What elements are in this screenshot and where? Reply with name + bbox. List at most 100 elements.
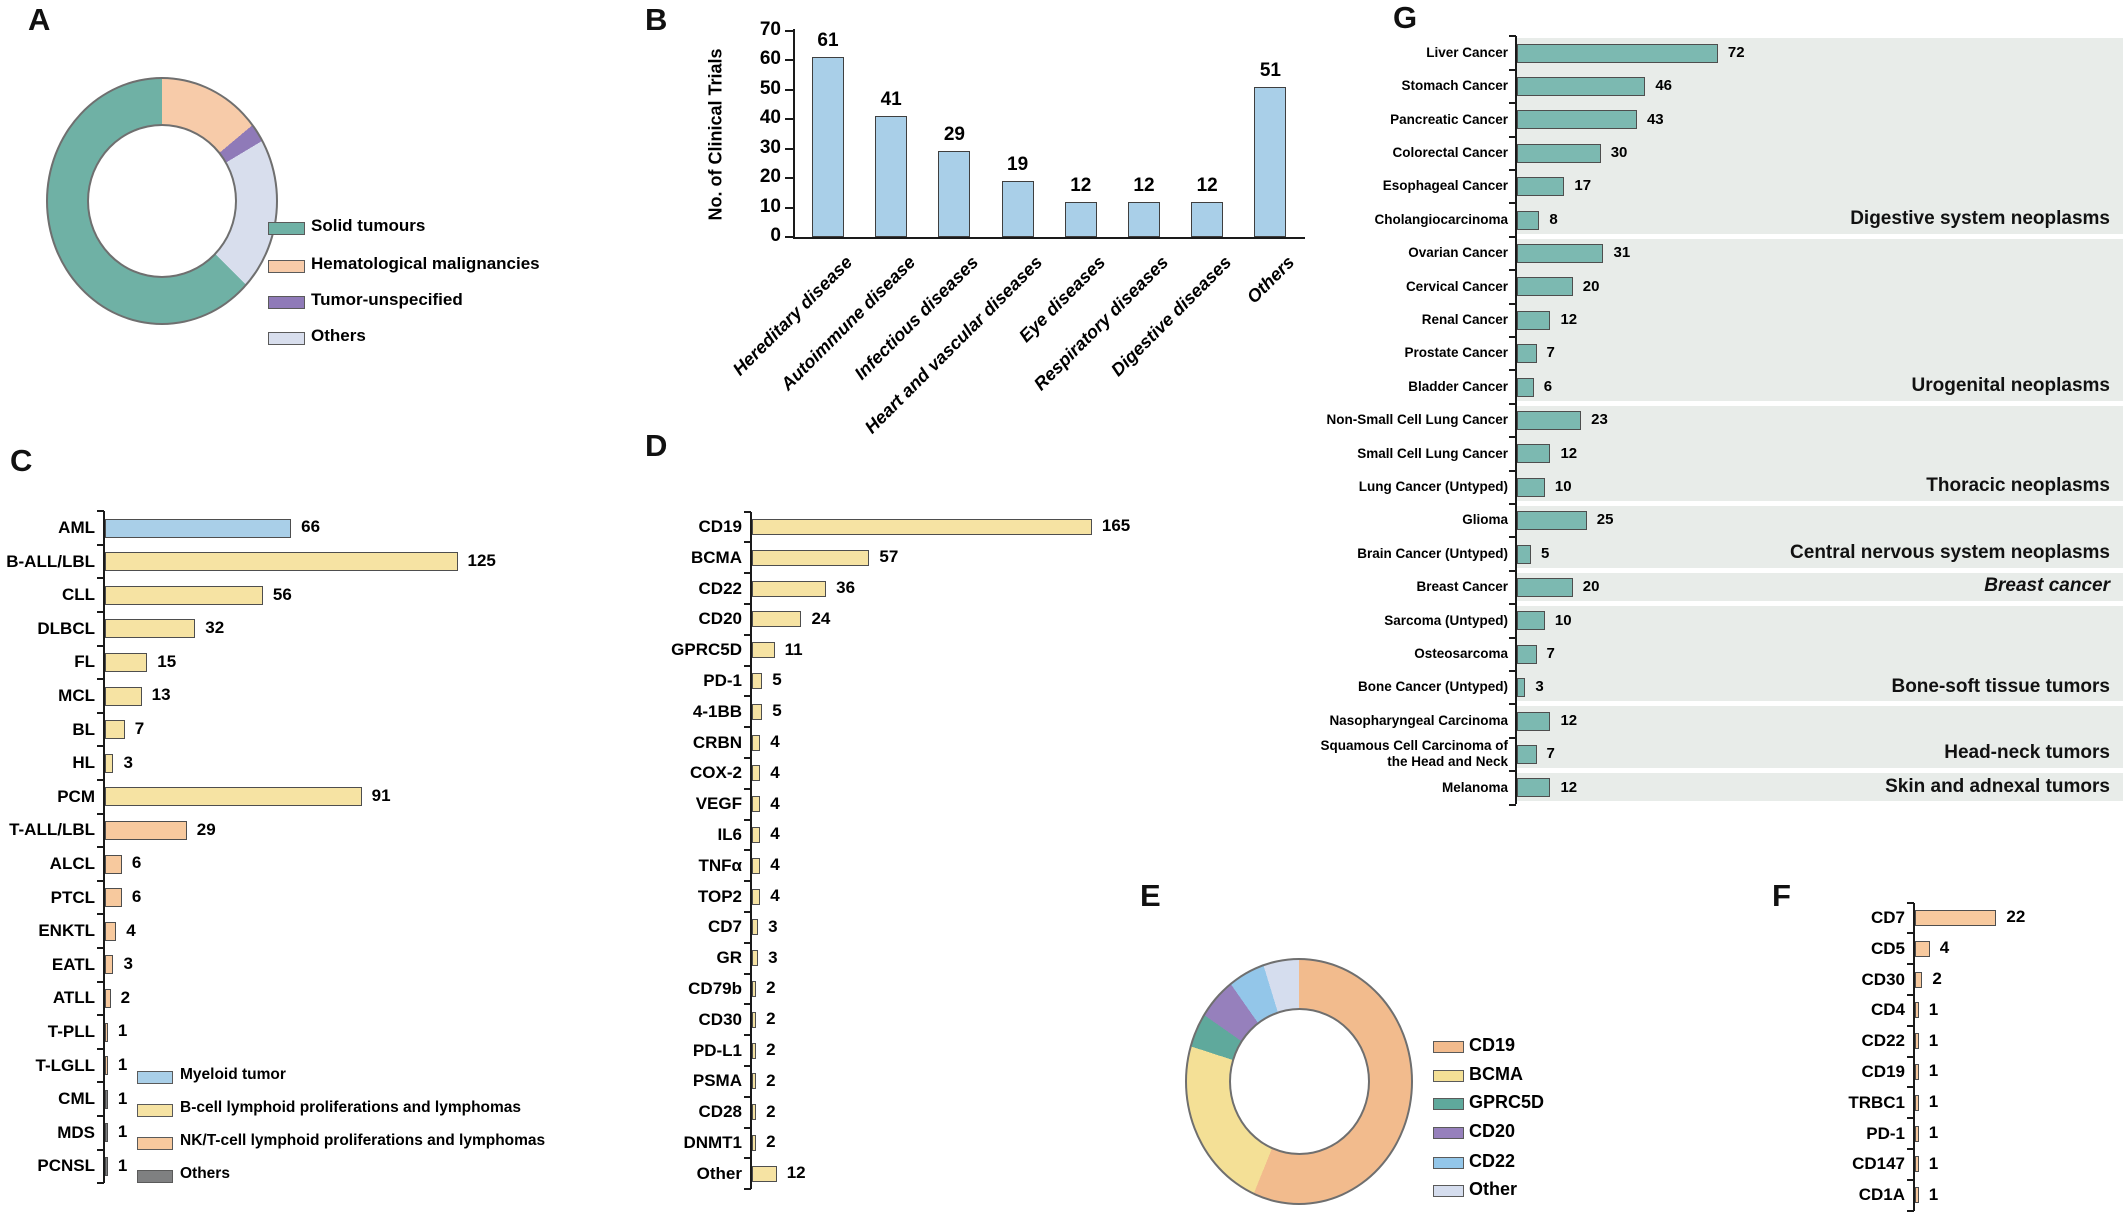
- label-pd-1: PD-1: [703, 671, 742, 690]
- value-melanoma: 12: [1560, 778, 1578, 796]
- value-small-cell-lung-cancer: 12: [1560, 444, 1578, 462]
- b-tick-70: [785, 29, 793, 32]
- axis-tick: [744, 1188, 751, 1191]
- label-glioma: Glioma: [1462, 512, 1508, 528]
- value-infectious-diseases: 29: [943, 124, 965, 146]
- axis-tick: [744, 757, 751, 759]
- bar-cervical-cancer: [1517, 277, 1573, 297]
- value-others: 51: [1259, 59, 1281, 81]
- axis-tick: [97, 644, 104, 647]
- y-axis-line: [1913, 902, 1915, 1211]
- axis-tick: [1509, 269, 1516, 272]
- axis-tick: [1509, 168, 1516, 171]
- bar-hereditary-disease: [812, 57, 844, 237]
- legend-label-gprc5d: GPRC5D: [1469, 1091, 1545, 1112]
- label-top2: TOP2: [697, 886, 742, 906]
- bar-aml: [105, 518, 292, 538]
- label-cml: CML: [58, 1089, 95, 1109]
- label-cholangiocarcinoma: Cholangiocarcinoma: [1374, 211, 1508, 227]
- b-tick-label-10: 10: [759, 195, 781, 217]
- bar-bcma: [752, 549, 870, 566]
- legend-label-others: Others: [311, 326, 366, 346]
- x-label-others: Others: [1243, 252, 1299, 308]
- bar-cholangiocarcinoma: [1517, 210, 1540, 230]
- value-4-1bb: 5: [772, 701, 782, 721]
- bar-top2: [752, 888, 761, 905]
- bar-vegf: [752, 796, 761, 813]
- legend-label-cd19: CD19: [1469, 1034, 1516, 1055]
- x-label-eye-diseases: Eye diseases: [1014, 252, 1109, 347]
- label-t-all-lbl: T-ALL/LBL: [9, 820, 95, 840]
- value-bladder-cancer: 6: [1543, 377, 1553, 395]
- value-cd19: 165: [1101, 516, 1131, 536]
- panel-letter-f: F: [1772, 878, 1791, 913]
- x-label-infectious-diseases: Infectious diseases: [850, 252, 983, 384]
- label-vegf: VEGF: [695, 794, 742, 814]
- axis-tick: [744, 911, 751, 913]
- value-cd7: 3: [768, 916, 778, 936]
- label-cd22: CD22: [698, 578, 742, 598]
- bar-cd30: [1915, 971, 1923, 988]
- group-label-skin-and-adnexal-tumors: Skin and adnexal tumors: [1885, 775, 2110, 797]
- label-stomach-cancer: Stomach Cancer: [1401, 78, 1508, 94]
- value-stomach-cancer: 46: [1655, 77, 1673, 95]
- legend-label-cd22: CD22: [1469, 1150, 1516, 1171]
- value-tnf: 4: [770, 855, 780, 875]
- value-nasopharyngeal-carcinoma: 12: [1560, 711, 1578, 729]
- axis-tick: [744, 849, 751, 852]
- axis-tick: [97, 745, 104, 748]
- axis-tick: [97, 577, 104, 580]
- bar-bl: [105, 720, 125, 740]
- axis-tick: [97, 812, 104, 815]
- value-eatl: 3: [123, 954, 133, 974]
- b-tick-50: [785, 88, 793, 91]
- axis-tick: [1509, 102, 1516, 105]
- bar-cd7: [752, 919, 759, 936]
- b-tick-40: [785, 118, 793, 120]
- value-pcnsl: 1: [117, 1155, 128, 1175]
- legend-label-b-cell-lymphoid-proliferations-and-lymphomas: B-cell lymphoid proliferations and lymph…: [180, 1099, 522, 1117]
- axis-tick: [97, 1081, 104, 1084]
- y-axis-line: [103, 511, 105, 1184]
- label-ovarian-cancer: Ovarian Cancer: [1408, 245, 1508, 261]
- legend-label-hematological-malignancies: Hematological malignancies: [311, 254, 540, 274]
- label-osteosarcoma: Osteosarcoma: [1414, 645, 1508, 661]
- axis-tick: [744, 941, 751, 944]
- bar-cll: [105, 585, 263, 605]
- axis-tick: [1907, 932, 1914, 935]
- b-tick-label-30: 30: [759, 136, 781, 158]
- label-il6: IL6: [717, 825, 742, 844]
- axis-tick: [1509, 636, 1516, 639]
- bar-mcl: [105, 686, 142, 706]
- value-glioma: 25: [1596, 511, 1614, 529]
- value-ptcl: 6: [131, 887, 142, 907]
- axis-tick: [97, 1148, 104, 1151]
- label-cd30: CD30: [698, 1009, 742, 1029]
- value-esophageal-cancer: 17: [1574, 177, 1592, 195]
- axis-tick: [1509, 603, 1516, 606]
- value-vegf: 4: [770, 793, 780, 813]
- label-colorectal-cancer: Colorectal Cancer: [1392, 144, 1508, 160]
- group-band-thoracic-neoplasms: [1517, 405, 2123, 501]
- axis-tick: [1907, 1209, 1914, 1212]
- axis-tick: [97, 611, 104, 613]
- label-psma: PSMA: [692, 1071, 742, 1091]
- axis-tick: [97, 846, 104, 849]
- b-tick-label-0: 0: [770, 225, 781, 246]
- value-sarcoma-untyped: 10: [1554, 611, 1572, 629]
- axis-tick: [1509, 369, 1516, 372]
- bar-pd-l1: [752, 1042, 757, 1059]
- group-label-digestive-system-neoplasms: Digestive system neoplasms: [1850, 208, 2110, 229]
- bar-alcl: [105, 854, 122, 874]
- bar-osteosarcoma: [1517, 644, 1537, 664]
- value-pd-1: 1: [1928, 1123, 1939, 1143]
- bar-sarcoma-untyped: [1517, 611, 1545, 631]
- axis-tick: [1907, 994, 1914, 996]
- value-heart-and-vascular-diseases: 19: [1007, 153, 1029, 175]
- label-cd79b: CD79b: [688, 979, 742, 998]
- label-aml: AML: [58, 518, 95, 537]
- bar-cd20: [752, 611, 802, 628]
- legend-swatch-others: [268, 331, 305, 345]
- value-cd28: 2: [766, 1101, 776, 1121]
